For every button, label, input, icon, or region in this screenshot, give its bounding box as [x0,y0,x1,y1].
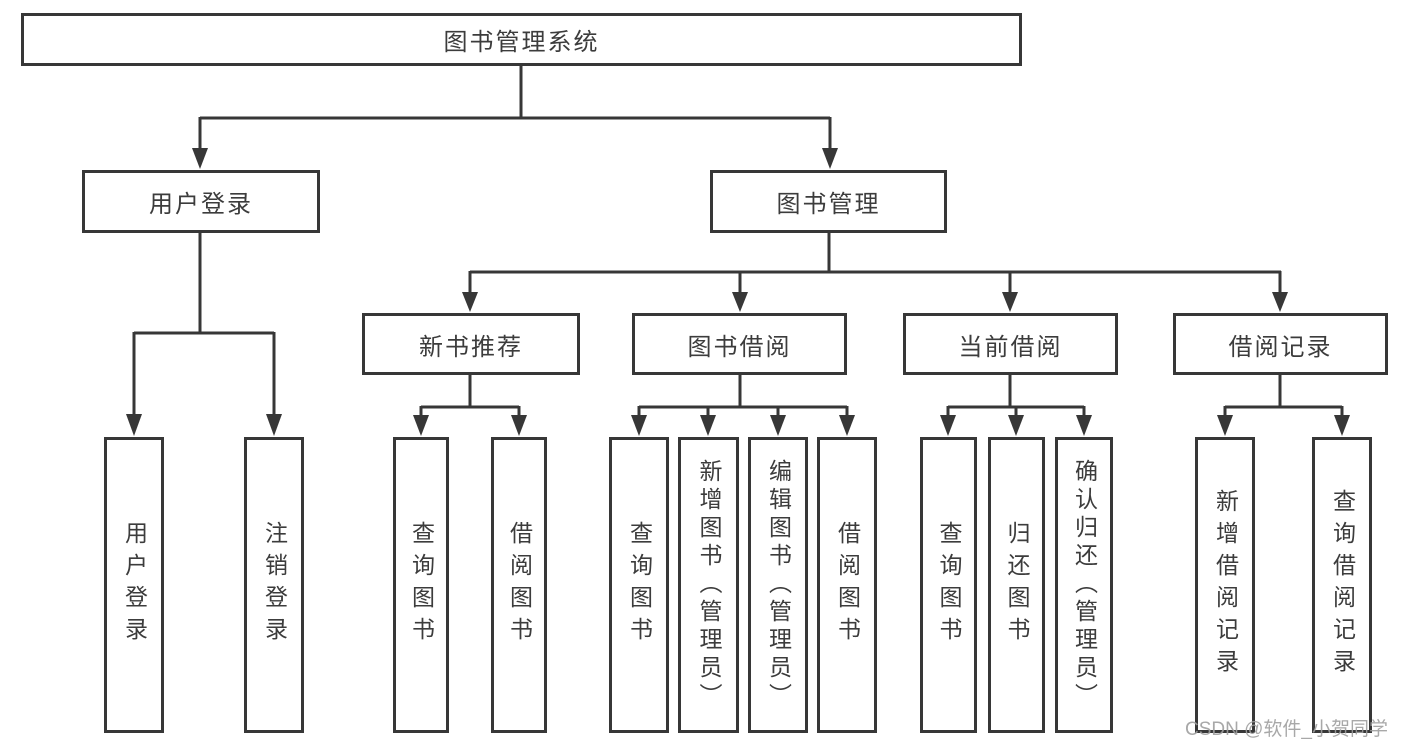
node-borrow-books-recommend: 借阅图书 [491,437,547,733]
node-new-book-recommendation: 新书推荐 [362,313,580,375]
node-user-login-leaf: 用户登录 [104,437,164,733]
node-add-borrow-record: 新增借阅记录 [1195,437,1255,733]
node-borrowing-records: 借阅记录 [1173,313,1388,375]
node-return-books: 归还图书 [988,437,1045,733]
arrowheads [126,148,1350,436]
node-confirm-return-admin: 确认归还（管理员） [1055,437,1113,733]
node-library-system-root: 图书管理系统 [21,13,1022,66]
node-user-login: 用户登录 [82,170,320,233]
node-query-books-recommend: 查询图书 [393,437,449,733]
node-book-management: 图书管理 [710,170,947,233]
csdn-watermark: CSDN @软件_小贺同学 [1185,719,1388,740]
node-query-books-current: 查询图书 [920,437,977,733]
node-add-books-admin: 新增图书（管理员） [678,437,739,733]
node-book-borrowing: 图书借阅 [632,313,847,375]
node-borrow-books-leaf: 借阅图书 [817,437,877,733]
node-current-borrowing: 当前借阅 [903,313,1118,375]
node-edit-books-admin: 编辑图书（管理员） [748,437,808,733]
node-query-borrow-record: 查询借阅记录 [1312,437,1372,733]
node-logout: 注销登录 [244,437,304,733]
node-query-books-borrow: 查询图书 [609,437,669,733]
